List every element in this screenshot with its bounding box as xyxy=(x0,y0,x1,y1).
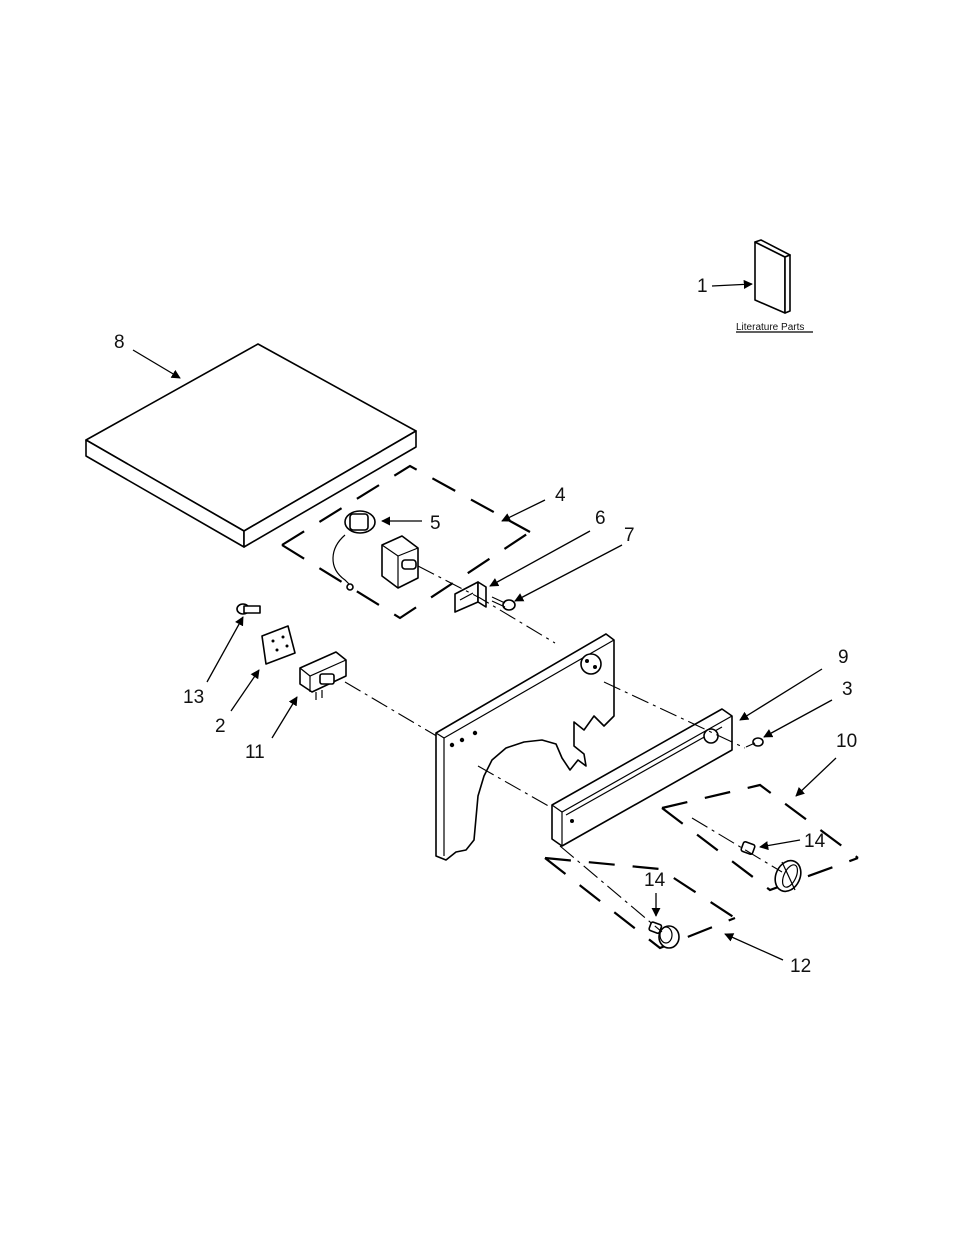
timer-switch xyxy=(382,536,418,588)
leader-4 xyxy=(502,500,545,521)
knob-insert xyxy=(741,841,756,855)
leader-11 xyxy=(272,697,297,738)
callout-1: 1 xyxy=(697,276,708,297)
timer-knob xyxy=(770,856,805,895)
leader-6 xyxy=(490,531,590,586)
callout-9: 9 xyxy=(838,647,849,668)
leader-12 xyxy=(725,934,783,960)
switch-screw xyxy=(237,604,260,614)
literature-booklet xyxy=(755,240,790,313)
mounting-plate xyxy=(262,626,295,664)
callout-10: 10 xyxy=(836,731,857,752)
leader-10 xyxy=(796,758,836,796)
callout-2: 2 xyxy=(215,716,226,737)
literature-caption: Literature Parts xyxy=(736,322,804,333)
leader-13 xyxy=(207,617,243,682)
overlay-centerline-bottom xyxy=(478,766,552,808)
timer-screw xyxy=(492,597,515,610)
callout-13: 13 xyxy=(183,687,204,708)
callout-3: 3 xyxy=(842,679,853,700)
callout-14-lower: 14 xyxy=(644,870,666,891)
push-button xyxy=(659,926,679,948)
leader-8 xyxy=(133,350,180,378)
leader-7 xyxy=(515,545,622,601)
callout-6: 6 xyxy=(595,508,606,529)
leader-1 xyxy=(712,284,752,286)
timer-bracket xyxy=(455,582,486,612)
callout-11: 11 xyxy=(245,742,265,763)
leader-14-upper xyxy=(760,840,800,847)
callout-14-upper: 14 xyxy=(804,831,826,852)
push-to-start-switch xyxy=(300,652,346,700)
leader-2 xyxy=(231,670,259,711)
callout-5: 5 xyxy=(430,513,441,534)
switch-centerline xyxy=(345,682,440,738)
callout-12: 12 xyxy=(790,956,811,977)
timer-knob-group-outline xyxy=(662,785,858,890)
overlay-screw xyxy=(746,738,763,747)
callout-4: 4 xyxy=(555,485,566,506)
callout-7: 7 xyxy=(624,525,635,546)
timer-motor xyxy=(333,511,375,590)
button-group-outline xyxy=(545,858,735,948)
callout-8: 8 xyxy=(114,332,125,353)
leader-3 xyxy=(764,700,832,737)
